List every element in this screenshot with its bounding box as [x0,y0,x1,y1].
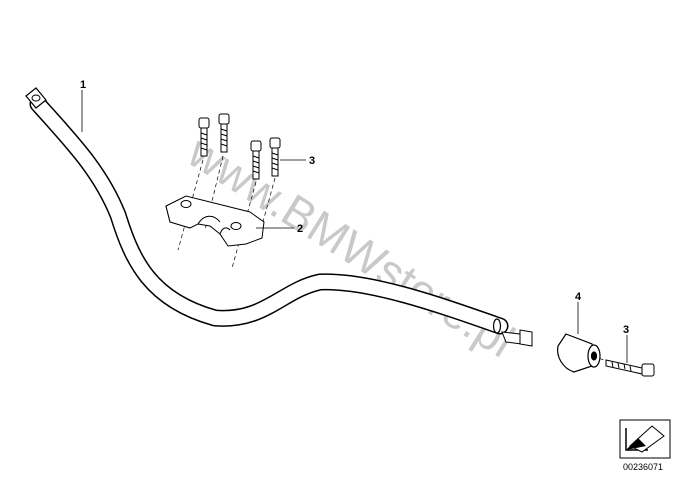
bar-end-screw [605,359,655,377]
callout-handlebar: 1 [80,79,86,91]
bar-end-weight [557,333,601,373]
arrow-icon [625,425,665,453]
callout-clamp: 2 [297,223,303,235]
callout-clamp-screws: 3 [309,155,315,167]
handlebar [25,87,533,347]
callout-bar-end-weight: 4 [575,291,582,303]
diagram-number: 00236071 [623,462,663,472]
diagram-symbol [619,419,671,459]
clamp [165,195,265,247]
clamp-screws [198,113,281,180]
callout-bar-end-screw: 3 [623,324,629,336]
